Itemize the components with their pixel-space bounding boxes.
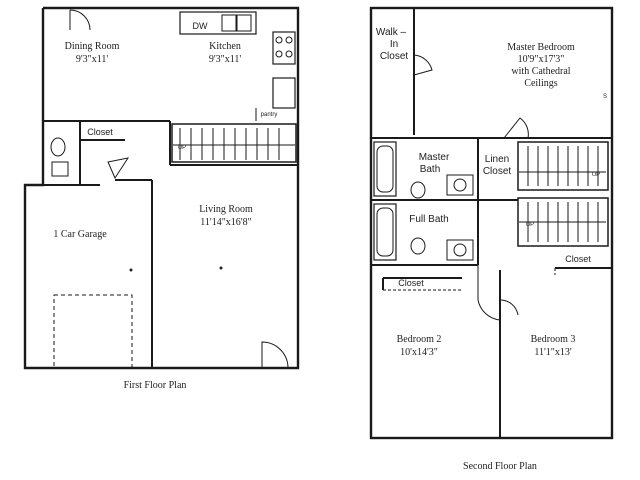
sink-icon bbox=[446, 239, 474, 261]
master-bathtub-basin bbox=[376, 145, 394, 193]
full-bathtub bbox=[373, 203, 397, 261]
sink-icon bbox=[51, 161, 69, 177]
burner-icon bbox=[285, 36, 293, 44]
bedroom-2-name: Bedroom 2 bbox=[397, 334, 442, 345]
first-floor-outer-walls bbox=[23, 6, 300, 370]
dishwasher-label: DW bbox=[193, 21, 208, 31]
sink-icon bbox=[446, 174, 474, 196]
closet-right-label: Closet bbox=[565, 254, 591, 264]
sink-left bbox=[221, 14, 237, 32]
walkin-closet-line2: In bbox=[390, 39, 398, 50]
second-floor-plan: Walk – In Closet Master Bedroom 10'9"x17… bbox=[369, 6, 614, 472]
toilet-icon bbox=[410, 181, 426, 199]
outlet-icon bbox=[129, 268, 133, 272]
door-swing-icon bbox=[499, 299, 519, 316]
bedroom-3-name: Bedroom 3 bbox=[531, 334, 576, 345]
second-floor-caption: Second Floor Plan bbox=[463, 461, 537, 472]
master-bath-line2: Bath bbox=[420, 164, 441, 175]
full-bath-label: Full Bath bbox=[409, 214, 448, 225]
walkin-closet-line3: Closet bbox=[380, 51, 409, 62]
first-floor-stair-up: UP bbox=[178, 145, 186, 151]
door-swing-icon bbox=[503, 117, 529, 139]
door-swing-icon bbox=[413, 54, 433, 76]
closet-left-label: Closet bbox=[398, 278, 424, 288]
first-floor-stairs bbox=[171, 123, 297, 163]
burner-icon bbox=[275, 50, 283, 58]
walkin-closet-line1: Walk – bbox=[376, 27, 407, 38]
edge-mark: S bbox=[603, 94, 607, 100]
door-swing-icon bbox=[107, 157, 130, 180]
sink-bowl-icon bbox=[453, 243, 467, 257]
second-floor-outer-walls bbox=[369, 6, 614, 440]
second-floor-stairs-lower bbox=[517, 197, 609, 247]
first-floor-closet-label: Closet bbox=[87, 127, 113, 137]
door-swing-icon bbox=[261, 341, 289, 369]
master-bedroom-name: Master Bedroom bbox=[507, 42, 575, 53]
master-bedroom-size: 10'9"x17'3" bbox=[518, 54, 565, 65]
refrigerator bbox=[272, 77, 296, 109]
toilet-icon bbox=[410, 237, 426, 255]
sink-bowl-icon bbox=[453, 178, 467, 192]
burner-icon bbox=[275, 36, 283, 44]
door-swing-icon bbox=[69, 9, 91, 31]
garage-door-outline bbox=[53, 294, 133, 369]
first-floor-plan: Dining Room 9'3"x11' Kitchen 9'3"x11' DW… bbox=[23, 6, 300, 391]
master-bedroom-note1: with Cathedral bbox=[511, 66, 570, 77]
toilet-icon bbox=[50, 137, 66, 157]
bedroom-3-size: 11'1"x13' bbox=[534, 347, 572, 358]
pantry-label: pantry bbox=[261, 112, 278, 118]
living-room-size: 11'14"x16'8" bbox=[200, 217, 251, 228]
lower-stair-up: UP bbox=[526, 222, 534, 228]
full-bathtub-basin bbox=[376, 207, 394, 257]
dining-room-size: 9'3"x11' bbox=[76, 54, 109, 65]
dining-room-name: Dining Room bbox=[65, 41, 120, 52]
linen-closet-line1: Linen bbox=[485, 154, 509, 165]
sink-right bbox=[236, 14, 252, 32]
garage-name: 1 Car Garage bbox=[53, 229, 107, 240]
kitchen-name: Kitchen bbox=[209, 41, 241, 52]
master-bathtub bbox=[373, 141, 397, 197]
linen-closet-line2: Closet bbox=[483, 166, 512, 177]
door-swing-icon bbox=[477, 265, 501, 321]
living-room-name: Living Room bbox=[199, 204, 253, 215]
upper-stair-up: UP bbox=[592, 172, 600, 178]
range bbox=[272, 31, 296, 65]
burner-icon bbox=[285, 50, 293, 58]
master-bedroom-note2: Ceilings bbox=[524, 78, 557, 89]
outlet-icon bbox=[219, 266, 223, 270]
first-floor-caption: First Floor Plan bbox=[124, 380, 187, 391]
bedroom-2-size: 10'x14'3" bbox=[400, 347, 438, 358]
kitchen-counter bbox=[179, 11, 257, 35]
master-bath-line1: Master bbox=[419, 152, 450, 163]
second-floor-stairs-upper bbox=[517, 141, 609, 191]
kitchen-size: 9'3"x11' bbox=[209, 54, 242, 65]
